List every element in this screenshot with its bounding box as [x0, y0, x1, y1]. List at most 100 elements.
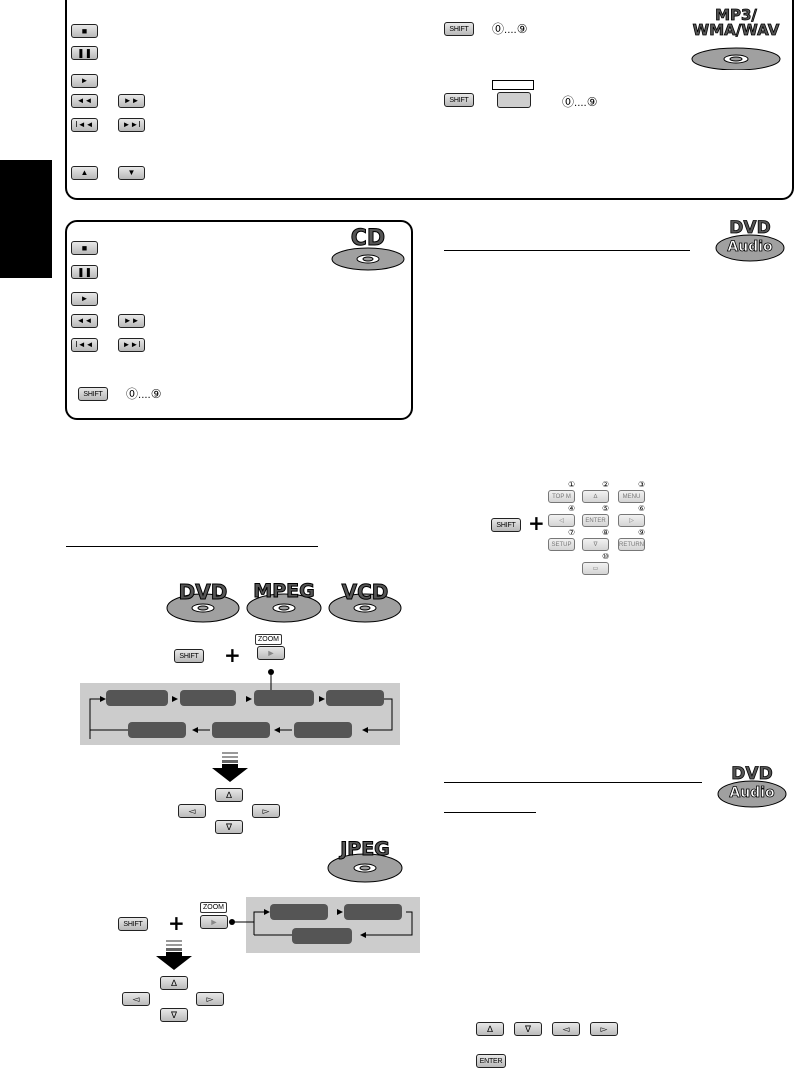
- down-arrow-icon: [212, 752, 248, 782]
- down-cursor-button[interactable]: ∇: [215, 820, 243, 834]
- down-cursor-button[interactable]: ∇: [514, 1022, 542, 1036]
- keypad-key-label: ENTER: [585, 517, 606, 524]
- keypad-number: ⑨: [638, 528, 646, 537]
- keypad-key[interactable]: RETURN: [618, 538, 645, 551]
- zoom-step: [106, 690, 168, 706]
- keypad-number: ⑩: [602, 552, 610, 561]
- up-cursor-button[interactable]: ∆: [476, 1022, 504, 1036]
- zoom-step: [212, 722, 270, 738]
- zoom-step: [292, 928, 352, 944]
- zoom-step: [254, 690, 314, 706]
- keypad-key[interactable]: TOP M: [548, 490, 575, 503]
- up-button[interactable]: ▲: [71, 166, 98, 180]
- keypad-key-label: ∇: [593, 541, 598, 548]
- keypad-key[interactable]: ENTER: [582, 514, 609, 527]
- mpeg-label: MPEG: [253, 580, 315, 603]
- pause-button[interactable]: ❚❚: [71, 265, 98, 279]
- keypad-key-label: ◁: [559, 517, 564, 524]
- jpeg-zoom-cycle-arrows: [229, 909, 413, 938]
- right-cursor-button[interactable]: ▻: [252, 804, 280, 818]
- next-button[interactable]: ►►I: [118, 118, 145, 132]
- keypad-key[interactable]: ▷: [618, 514, 645, 527]
- audio-label: Audio: [727, 239, 773, 256]
- keypad-number: ⑤: [602, 504, 610, 513]
- up-cursor-button[interactable]: ∆: [160, 976, 188, 990]
- digit-range: ⓪....⑨: [562, 95, 598, 109]
- right-cursor-button[interactable]: ▻: [590, 1022, 618, 1036]
- zoom-step: [344, 904, 402, 920]
- plus-sign: +: [224, 643, 241, 667]
- pause-button[interactable]: ❚❚: [71, 46, 98, 60]
- digit-range: ⓪....⑨: [492, 22, 528, 36]
- keypad-key[interactable]: MENU: [618, 490, 645, 503]
- keypad-key-label: ∆: [593, 493, 598, 500]
- stop-button[interactable]: ■: [71, 241, 98, 255]
- language-tab: [0, 160, 52, 278]
- keypad-number: ④: [568, 504, 576, 513]
- shift-button[interactable]: SHIFT: [491, 518, 521, 532]
- enter-button[interactable]: ENTER: [476, 1054, 506, 1068]
- left-cursor-button[interactable]: ◅: [552, 1022, 580, 1036]
- shift-button[interactable]: SHIFT: [444, 93, 474, 107]
- mp3-label: MP3/ WMA/WAV: [692, 6, 780, 39]
- zoom-label: ZOOM: [200, 902, 227, 913]
- rewind-button[interactable]: ◄◄: [71, 94, 98, 108]
- fast-forward-button[interactable]: ►►: [118, 314, 145, 328]
- keypad-key[interactable]: ▭: [582, 562, 609, 575]
- mp3-wma-wav-disc-icon: MP3/ WMA/WAV: [690, 6, 782, 70]
- vcd-label: VCD: [341, 580, 389, 605]
- cd-disc-icon: CD: [330, 226, 406, 272]
- heading-rule: [444, 812, 536, 813]
- mpeg-disc-icon: MPEG: [245, 580, 323, 624]
- keypad-number: ②: [602, 480, 610, 489]
- keypad-number: ③: [638, 480, 646, 489]
- play-button[interactable]: ►: [71, 292, 98, 306]
- fast-forward-button[interactable]: ►►: [118, 94, 145, 108]
- keypad-key-label: MENU: [622, 493, 641, 500]
- plus-sign: +: [168, 911, 185, 935]
- jpeg-label: JPEG: [340, 838, 391, 861]
- shift-button[interactable]: SHIFT: [444, 22, 474, 36]
- next-button[interactable]: ►►I: [118, 338, 145, 352]
- previous-button[interactable]: I◄◄: [71, 338, 98, 352]
- heading-rule: [66, 546, 318, 547]
- keypad-key-label: ▭: [592, 565, 599, 572]
- mp3-controls-panel: [65, 0, 794, 200]
- zoom-step: [270, 904, 328, 920]
- down-cursor-button[interactable]: ∇: [160, 1008, 188, 1022]
- zoom-step: [128, 722, 186, 738]
- shift-button[interactable]: SHIFT: [78, 387, 108, 401]
- dvd-label: DVD: [729, 218, 771, 239]
- keypad-key[interactable]: ◁: [548, 514, 575, 527]
- zoom-step: [326, 690, 384, 706]
- left-cursor-button[interactable]: ◅: [178, 804, 206, 818]
- zoom-step: [294, 722, 352, 738]
- down-button[interactable]: ▼: [118, 166, 145, 180]
- dvd-label: DVD: [731, 764, 773, 785]
- blank-button[interactable]: [497, 92, 531, 108]
- stop-button[interactable]: ■: [71, 24, 98, 38]
- right-cursor-button[interactable]: ▻: [196, 992, 224, 1006]
- dvd-label: DVD: [178, 580, 228, 605]
- shift-button[interactable]: SHIFT: [118, 917, 148, 931]
- heading-rule: [444, 782, 702, 783]
- keypad-key-label: TOP M: [552, 493, 571, 500]
- jpeg-disc-icon: JPEG: [326, 838, 404, 884]
- previous-button[interactable]: I◄◄: [71, 118, 98, 132]
- heading-rule: [444, 250, 690, 251]
- shift-button[interactable]: SHIFT: [174, 649, 204, 663]
- zoom-play-button[interactable]: ►: [257, 646, 285, 660]
- zoom-play-button[interactable]: ►: [200, 915, 228, 929]
- keypad-key[interactable]: SETUP: [548, 538, 575, 551]
- digit-range: ⓪....⑨: [126, 387, 162, 401]
- keypad-key[interactable]: ∇: [582, 538, 609, 551]
- play-button[interactable]: ►: [71, 74, 98, 88]
- keypad-number: ⑥: [638, 504, 646, 513]
- dvd-audio-disc-icon: DVD Audio: [714, 218, 786, 266]
- up-cursor-button[interactable]: ∆: [215, 788, 243, 802]
- rewind-button[interactable]: ◄◄: [71, 314, 98, 328]
- keypad-key[interactable]: ∆: [582, 490, 609, 503]
- zoom-cycle-arrows: [89, 669, 393, 739]
- left-cursor-button[interactable]: ◅: [122, 992, 150, 1006]
